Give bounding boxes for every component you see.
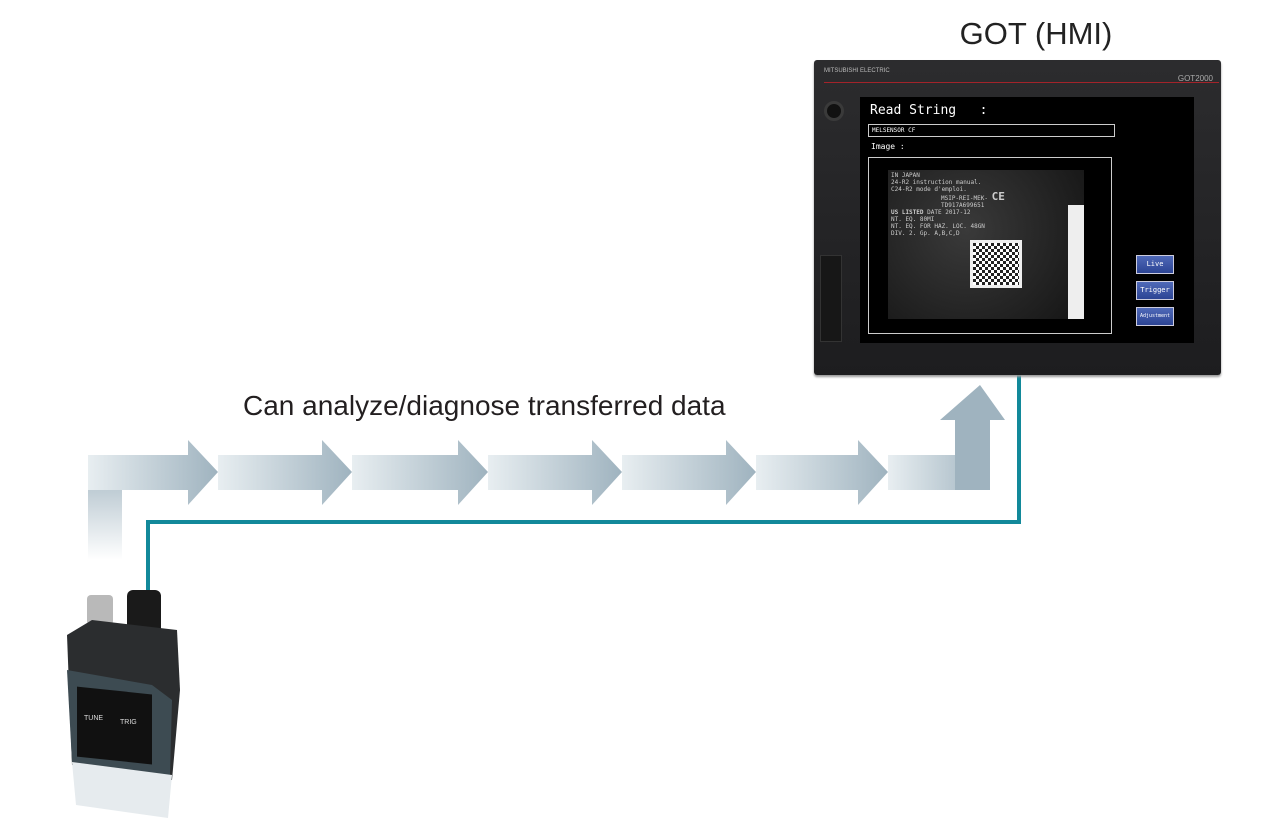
- arrow-up-head: [940, 385, 1005, 490]
- flow-arrow-segment: [756, 440, 888, 505]
- hmi-panel: MITSUBISHI ELECTRIC GOT2000 Read String …: [814, 60, 1221, 375]
- tune-button[interactable]: TUNE: [84, 715, 103, 722]
- cable-line: [146, 375, 1021, 600]
- flow-arrow-segment: [352, 440, 488, 505]
- clear-cover: [72, 762, 172, 818]
- model-label: GOT2000: [1177, 74, 1213, 83]
- hmi-screen: Read String : MELSENSOR CF Image : IN JA…: [860, 97, 1194, 343]
- brand-logo: MITSUBISHI ELECTRIC: [824, 68, 890, 74]
- hmi-title: GOT (HMI): [959, 16, 1113, 51]
- read-string-label: Read String :: [870, 103, 988, 118]
- flow-arrow-segment: [488, 440, 622, 505]
- image-label: Image :: [871, 142, 905, 151]
- trig-button[interactable]: TRIG: [120, 719, 137, 726]
- accent-line: [824, 82, 1219, 83]
- trigger-button[interactable]: Trigger: [1136, 281, 1174, 300]
- device-edge: [1068, 205, 1084, 319]
- power-button[interactable]: [824, 101, 844, 121]
- control-panel: [77, 686, 152, 765]
- read-string-field: MELSENSOR CF: [868, 124, 1115, 137]
- adjustment-button[interactable]: Adjustment: [1136, 307, 1174, 326]
- flow-arrow-segment: [88, 440, 218, 505]
- metal-connector: [87, 595, 113, 625]
- sensor-device: TUNE TRIG: [67, 590, 180, 818]
- qr-code: [970, 240, 1022, 288]
- flow-caption: Can analyze/diagnose transferred data: [243, 390, 726, 421]
- flow-arrow-segment: [622, 440, 756, 505]
- live-button[interactable]: Live: [1136, 255, 1174, 274]
- flow-arrow-segment: [218, 440, 352, 505]
- card-slot: [820, 255, 842, 342]
